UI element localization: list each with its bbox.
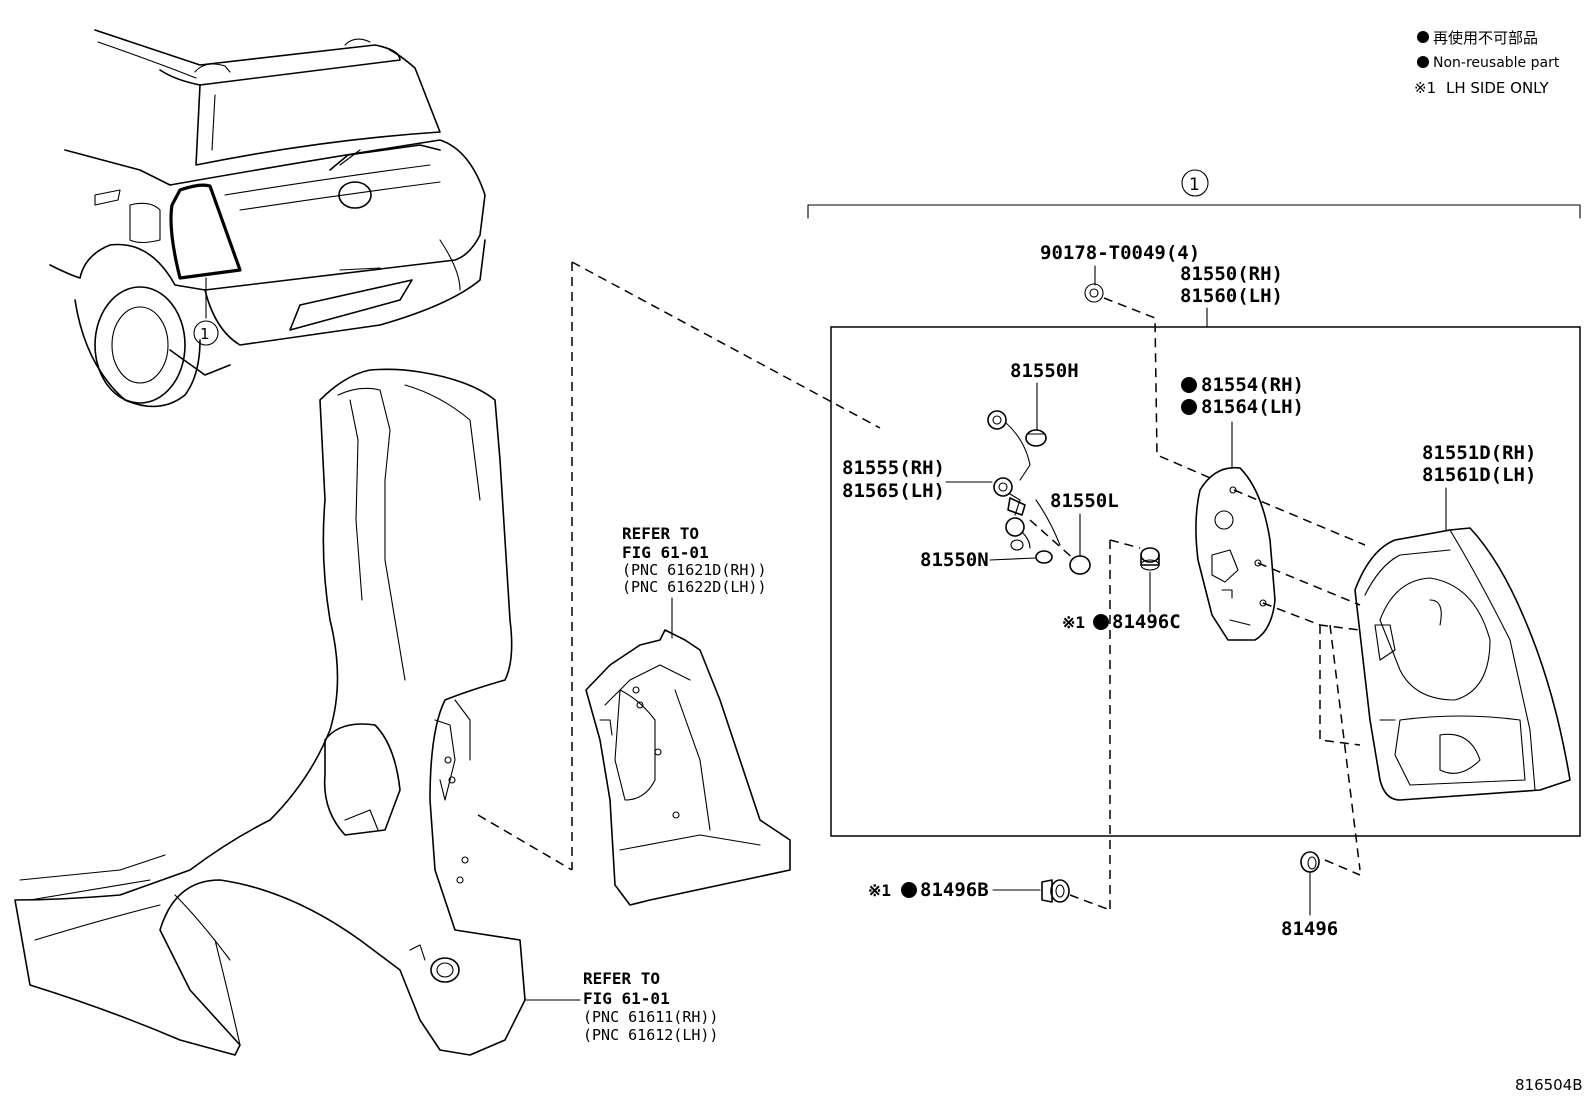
label-bolt: 90178-T0049(4) xyxy=(1040,242,1200,264)
gasket-sketch xyxy=(1195,466,1276,641)
non-reusable-bullet-icon xyxy=(901,882,917,898)
bulb-icon xyxy=(1069,555,1091,575)
quarter-panel-sketch xyxy=(14,368,526,1056)
leader-dashed xyxy=(1029,519,1076,561)
leader-dashed xyxy=(477,814,573,871)
socket-wire-icon xyxy=(987,410,1061,551)
clip-icon xyxy=(1300,851,1320,873)
clip-icon xyxy=(1041,879,1070,903)
clip-b-note-mark: ※1 xyxy=(868,881,891,900)
leader-dashed xyxy=(1069,894,1111,911)
non-reusable-bullet-icon xyxy=(1181,377,1197,393)
assembly-bracket: 1 xyxy=(807,169,1581,219)
leader-dashed xyxy=(1103,297,1216,481)
legend-en-text: Non-reusable part xyxy=(1433,55,1560,71)
non-reusable-bullet-icon xyxy=(1093,614,1109,630)
non-reusable-bullet-icon xyxy=(1417,31,1429,43)
label-clip-c: 81496C xyxy=(1112,611,1181,633)
legend: 再使用不可部品 Non-reusable part ※1 LH SIDE ONL… xyxy=(1414,29,1560,97)
leader-line xyxy=(989,557,1036,561)
refer-to-lower: REFER TO FIG 61-01 (PNC 61611(RH)) (PNC … xyxy=(524,969,718,1044)
label-assy-rh: 81550(RH) xyxy=(1180,263,1283,285)
ref-upper-line3: (PNC 61621D(RH)) xyxy=(622,561,767,579)
non-reusable-bullet-icon xyxy=(1181,399,1197,415)
leader-dashed xyxy=(571,261,881,429)
label-assy-lh: 81560(LH) xyxy=(1180,285,1283,307)
callout-number-assy: 1 xyxy=(1189,175,1200,195)
bulb-icon xyxy=(1025,429,1047,447)
label-bulb-h: 81550H xyxy=(1010,360,1079,382)
ref-lower-line1: REFER TO xyxy=(583,969,660,988)
legend-note-text: LH SIDE ONLY xyxy=(1446,79,1550,97)
label-lens-lh: 81561D(LH) xyxy=(1422,464,1536,486)
leader-dashed xyxy=(1109,539,1141,549)
leader-dashed xyxy=(1262,602,1361,631)
ref-lower-line3: (PNC 61611(RH)) xyxy=(583,1008,718,1026)
label-socket-rh: 81555(RH) xyxy=(842,457,945,479)
inner-panel-sketch xyxy=(585,629,791,906)
bulb-icon xyxy=(1035,550,1053,564)
leader-dashed xyxy=(1233,489,1366,546)
car-rear-sketch: 1 xyxy=(49,29,486,408)
refer-to-upper: REFER TO FIG 61-01 (PNC 61621D(RH)) (PNC… xyxy=(622,524,767,596)
label-clip: 81496 xyxy=(1281,918,1338,940)
leader-dashed xyxy=(1319,625,1361,746)
diagram-id: 816504B xyxy=(1515,1076,1583,1094)
non-reusable-bullet-icon xyxy=(1417,56,1429,68)
callout-number-car: 1 xyxy=(200,325,210,343)
clip-c-note-mark: ※1 xyxy=(1062,613,1085,632)
label-gasket-lh: 81564(LH) xyxy=(1201,396,1304,418)
ref-upper-line4: (PNC 61622D(LH)) xyxy=(622,578,767,596)
label-gasket-rh: 81554(RH) xyxy=(1201,374,1304,396)
clip-icon xyxy=(1140,547,1160,571)
leader-dashed xyxy=(1329,624,1361,871)
label-clip-b: 81496B xyxy=(920,879,989,901)
ref-upper-line1: REFER TO xyxy=(622,524,699,543)
legend-note-mark: ※1 xyxy=(1414,79,1436,97)
lens-sketch xyxy=(1354,527,1571,801)
ref-upper-line2: FIG 61-01 xyxy=(622,543,709,562)
label-bulb-l: 81550L xyxy=(1050,490,1119,512)
label-bulb-n: 81550N xyxy=(920,549,989,571)
label-socket-lh: 81565(LH) xyxy=(842,480,945,502)
ref-lower-line4: (PNC 61612(LH)) xyxy=(583,1026,718,1044)
legend-jp-text: 再使用不可部品 xyxy=(1433,29,1538,47)
leader-dashed xyxy=(1257,562,1361,606)
leader-dashed xyxy=(1324,859,1361,876)
bolt-icon xyxy=(1084,283,1104,303)
assembly-box xyxy=(830,326,1581,837)
tail-lamp-highlight xyxy=(169,183,242,280)
label-lens-rh: 81551D(RH) xyxy=(1422,442,1536,464)
ref-lower-line2: FIG 61-01 xyxy=(583,989,670,1008)
